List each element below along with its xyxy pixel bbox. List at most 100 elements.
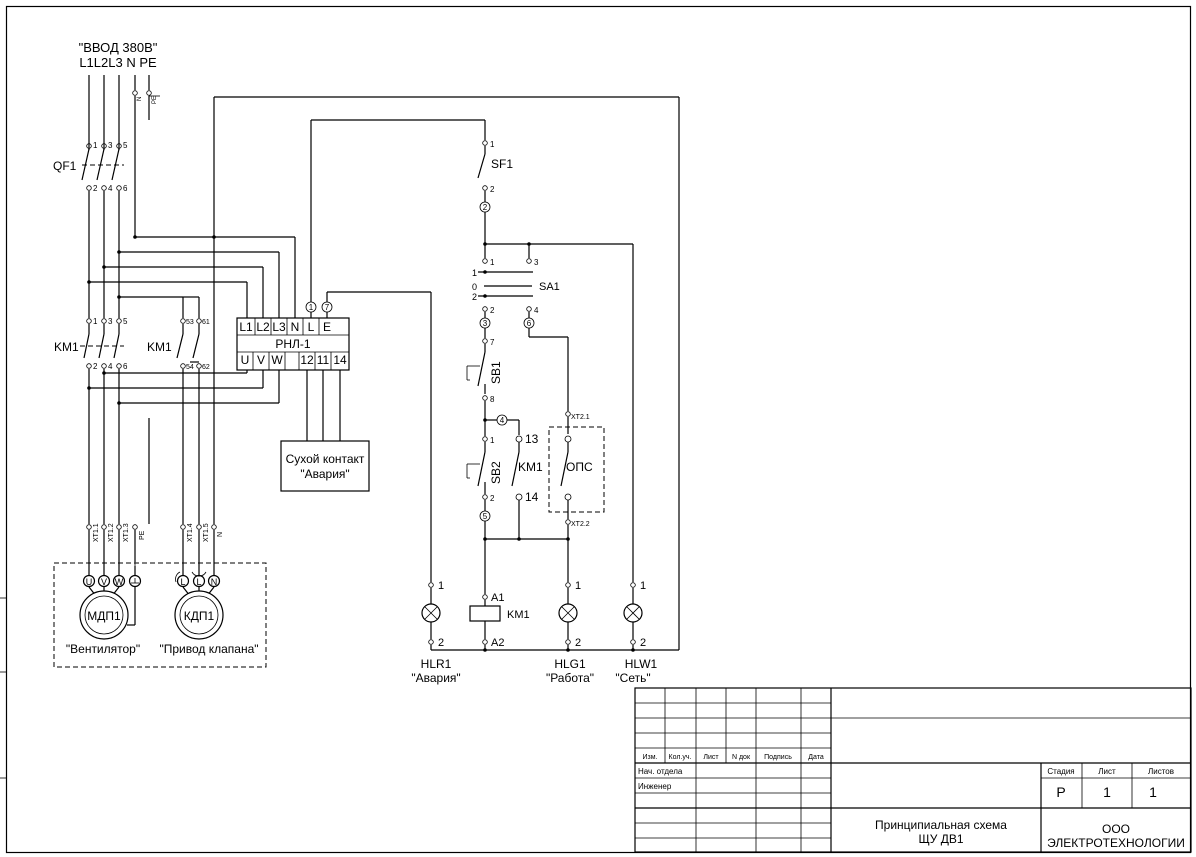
svg-text:1: 1 bbox=[490, 258, 495, 267]
rnl-label: РНЛ-1 bbox=[275, 337, 311, 351]
sb1-label: SB1 bbox=[489, 361, 503, 384]
km1-main-contacts: KM1 1 3 5 2 4 6 bbox=[54, 317, 128, 371]
sb2-label: SB2 bbox=[489, 461, 503, 484]
svg-text:2: 2 bbox=[93, 362, 98, 371]
svg-text:V: V bbox=[101, 577, 107, 587]
svg-text:V: V bbox=[257, 353, 265, 367]
svg-text:N: N bbox=[291, 320, 300, 334]
svg-text:2: 2 bbox=[575, 637, 581, 649]
svg-text:3: 3 bbox=[483, 319, 488, 328]
svg-text:XT2.1: XT2.1 bbox=[571, 414, 590, 421]
svg-text:53: 53 bbox=[186, 319, 194, 326]
svg-text:1: 1 bbox=[490, 140, 495, 149]
svg-text:"Авария": "Авария" bbox=[411, 671, 460, 685]
svg-text:1: 1 bbox=[93, 141, 98, 150]
org-name: ООО bbox=[1102, 822, 1130, 836]
motor-mdp1: U V W МДП1 "Вентилятор" bbox=[66, 574, 142, 656]
svg-text:6: 6 bbox=[123, 362, 128, 371]
svg-text:HLG1: HLG1 bbox=[554, 657, 586, 671]
km1-main-label: KM1 bbox=[54, 340, 79, 354]
svg-text:XT1.2: XT1.2 bbox=[108, 523, 115, 542]
motor-block bbox=[53, 562, 267, 668]
pe-term-label: PE bbox=[152, 96, 158, 104]
svg-text:"Работа": "Работа" bbox=[546, 671, 594, 685]
rnl-relay: L1 L2 L3 N L E РНЛ-1 U V W 12 11 14 bbox=[236, 317, 350, 371]
svg-text:МДП1: МДП1 bbox=[87, 609, 121, 623]
svg-text:3: 3 bbox=[108, 317, 113, 326]
svg-text:Подпись: Подпись bbox=[764, 754, 792, 761]
svg-text:1: 1 bbox=[1103, 784, 1111, 800]
svg-text:12: 12 bbox=[300, 353, 314, 367]
phase-buses bbox=[88, 75, 160, 237]
input-title: "ВВОД 380В" bbox=[79, 40, 158, 55]
svg-text:Листов: Листов bbox=[1148, 767, 1174, 776]
doc-subtitle: ЩУ ДВ1 bbox=[918, 832, 963, 846]
svg-text:XT1.4: XT1.4 bbox=[187, 523, 194, 542]
sa1-label: SA1 bbox=[539, 281, 560, 293]
svg-text:8: 8 bbox=[490, 395, 495, 404]
km1-aux-label: KM1 bbox=[147, 340, 172, 354]
svg-text:2: 2 bbox=[490, 494, 495, 503]
svg-text:KM1: KM1 bbox=[507, 609, 530, 621]
svg-text:14: 14 bbox=[525, 490, 539, 504]
svg-text:0: 0 bbox=[472, 282, 477, 292]
svg-text:3: 3 bbox=[534, 258, 539, 267]
svg-text:N: N bbox=[217, 532, 224, 537]
title-block: Изм. Кол.уч. Лист N док Подпись Дата Нач… bbox=[634, 687, 1192, 853]
lamp-hlr1: 1 2 HLR1 "Авария" bbox=[411, 580, 460, 685]
svg-text:2: 2 bbox=[490, 185, 495, 194]
svg-text:61: 61 bbox=[202, 319, 210, 326]
motor-kdp1: L L N КДП1 "Привод клапана" bbox=[159, 571, 259, 656]
km1-hold-contact: 13 KM1 14 bbox=[511, 432, 543, 504]
lamp-hlw1: 1 2 HLW1 "Сеть" bbox=[615, 580, 657, 685]
svg-text:7: 7 bbox=[325, 303, 330, 312]
svg-text:L: L bbox=[308, 320, 315, 334]
svg-text:Стадия: Стадия bbox=[1047, 767, 1074, 776]
svg-text:54: 54 bbox=[186, 364, 194, 371]
km1-aux-contacts: KM1 53 61 54 62 bbox=[147, 318, 210, 371]
svg-text:4: 4 bbox=[108, 184, 113, 193]
svg-text:5: 5 bbox=[123, 141, 128, 150]
sf1-label: SF1 bbox=[491, 157, 513, 171]
svg-text:L3: L3 bbox=[272, 320, 286, 334]
xt1-terminals: XT1.1 XT1.2 XT1.3 PE XT1.4 XT1.5 N bbox=[86, 523, 224, 542]
svg-text:L2: L2 bbox=[256, 320, 270, 334]
svg-text:КДП1: КДП1 bbox=[184, 609, 215, 623]
svg-text:2: 2 bbox=[93, 184, 98, 193]
svg-text:Инженер: Инженер bbox=[638, 782, 672, 791]
svg-text:L: L bbox=[180, 577, 185, 587]
svg-text:W: W bbox=[271, 353, 283, 367]
svg-text:1: 1 bbox=[93, 317, 98, 326]
svg-text:HLW1: HLW1 bbox=[625, 657, 658, 671]
svg-text:Кол.уч.: Кол.уч. bbox=[669, 754, 692, 761]
svg-text:XT1.5: XT1.5 bbox=[203, 523, 210, 542]
input-phases: L1L2L3 N PE bbox=[79, 55, 157, 70]
svg-text:1: 1 bbox=[640, 580, 646, 592]
svg-text:Сухой контакт: Сухой контакт bbox=[286, 452, 365, 466]
svg-text:U: U bbox=[241, 353, 250, 367]
svg-text:2: 2 bbox=[490, 306, 495, 315]
svg-text:Р: Р bbox=[1056, 784, 1065, 800]
svg-text:N: N bbox=[211, 577, 218, 587]
svg-text:U: U bbox=[86, 577, 93, 587]
svg-text:7: 7 bbox=[490, 338, 495, 347]
qf1-breaker: QF1 1 3 5 2 4 6 bbox=[53, 141, 128, 193]
sb1-button: 7 SB1 8 bbox=[466, 338, 503, 404]
svg-text:HLR1: HLR1 bbox=[421, 657, 452, 671]
svg-text:5: 5 bbox=[123, 317, 128, 326]
svg-text:W: W bbox=[115, 577, 124, 587]
sa1-selector: 1 3 1 0 SA1 2 2 4 bbox=[472, 258, 560, 315]
sf1-breaker: 1 SF1 2 2 bbox=[477, 120, 513, 213]
svg-text:4: 4 bbox=[534, 306, 539, 315]
svg-text:XT1.3: XT1.3 bbox=[123, 523, 130, 542]
svg-text:Изм.: Изм. bbox=[643, 754, 658, 761]
svg-text:XT1.1: XT1.1 bbox=[93, 523, 100, 542]
svg-text:PE: PE bbox=[139, 530, 146, 540]
svg-text:5: 5 bbox=[483, 512, 488, 521]
svg-text:1: 1 bbox=[1149, 784, 1157, 800]
svg-text:4: 4 bbox=[108, 362, 113, 371]
coil-km1: A1 KM1 A2 bbox=[469, 592, 530, 652]
svg-text:XT2.2: XT2.2 bbox=[571, 521, 590, 528]
svg-text:"Вентилятор": "Вентилятор" bbox=[66, 642, 140, 656]
